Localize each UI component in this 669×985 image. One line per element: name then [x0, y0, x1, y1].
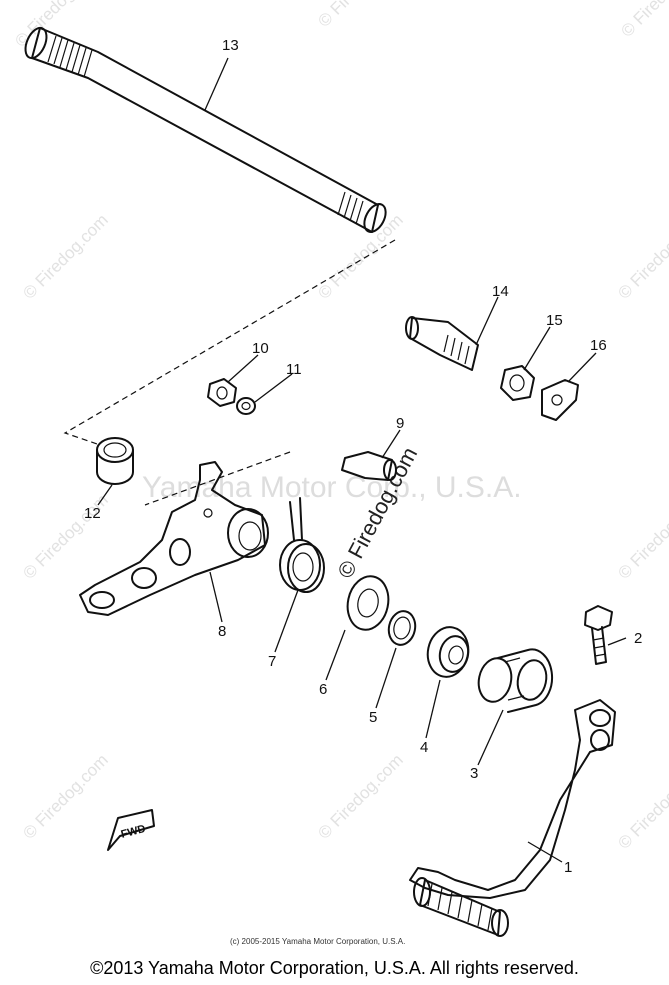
callout-6: 6 [319, 681, 327, 698]
part-5-circlip [387, 610, 417, 646]
callout-7: 7 [268, 653, 276, 670]
watermark: © Firedog.com [614, 760, 669, 852]
part-1-kick-crank [409, 699, 616, 937]
watermark: © Firedog.com [19, 210, 111, 302]
forward-direction-arrow: FWD [107, 809, 155, 851]
callout-2: 2 [634, 630, 642, 647]
callout-13: 13 [222, 37, 239, 54]
fwd-label: FWD [120, 823, 147, 841]
callout-5: 5 [369, 709, 377, 726]
callout-3: 3 [470, 765, 478, 782]
watermark: © Firedog.com [617, 0, 669, 41]
part-12-collar [96, 437, 134, 485]
part-13-kick-shaft [24, 26, 387, 233]
callout-labels: 13 14 15 16 10 11 9 12 8 7 6 5 4 3 2 1 [84, 37, 642, 876]
diagram-copyright: (c) 2005-2015 Yamaha Motor Corporation, … [230, 937, 405, 946]
callout-15: 15 [546, 312, 563, 329]
callout-1: 1 [564, 859, 572, 876]
watermark-center: © Firedog.com [332, 443, 422, 582]
callout-8: 8 [218, 623, 226, 640]
callout-10: 10 [252, 340, 269, 357]
callout-11: 11 [286, 361, 302, 378]
callout-9: 9 [396, 415, 404, 432]
copyright-footer: ©2013 Yamaha Motor Corporation, U.S.A. A… [90, 958, 579, 978]
callout-14: 14 [492, 283, 509, 300]
watermark-grid: © Firedog.com © Firedog.com © Firedog.co… [11, 0, 669, 853]
part-2-bolt [584, 605, 613, 665]
watermark: © Firedog.com [614, 210, 669, 302]
callout-4: 4 [420, 739, 428, 756]
part-14-bolt [405, 316, 479, 371]
callout-16: 16 [590, 337, 607, 354]
watermark: © Firedog.com [614, 490, 669, 582]
leader-lines [97, 57, 627, 863]
watermark: © Firedog.com [314, 0, 406, 31]
part-16-lock-washer [541, 379, 579, 421]
part-8-ratchet-arm [79, 461, 269, 616]
callout-12: 12 [84, 505, 101, 522]
part-9-pin-bolt [341, 451, 397, 481]
part-11-washer [236, 397, 256, 415]
part-4-kick-clip [426, 626, 470, 678]
part-3-boot [477, 648, 554, 713]
watermark: © Firedog.com [314, 210, 406, 302]
assembly-guide-lines [63, 239, 396, 506]
watermark-brand: Yamaha Motor Corp., U.S.A. [142, 471, 522, 504]
part-7-torsion-spring [279, 497, 325, 593]
part-10-nut [207, 378, 237, 407]
watermark: © Firedog.com [314, 750, 406, 842]
part-6-washer [346, 575, 390, 631]
part-15-nut [500, 365, 535, 401]
watermark: © Firedog.com [19, 750, 111, 842]
watermark: © Firedog.com [11, 0, 103, 51]
